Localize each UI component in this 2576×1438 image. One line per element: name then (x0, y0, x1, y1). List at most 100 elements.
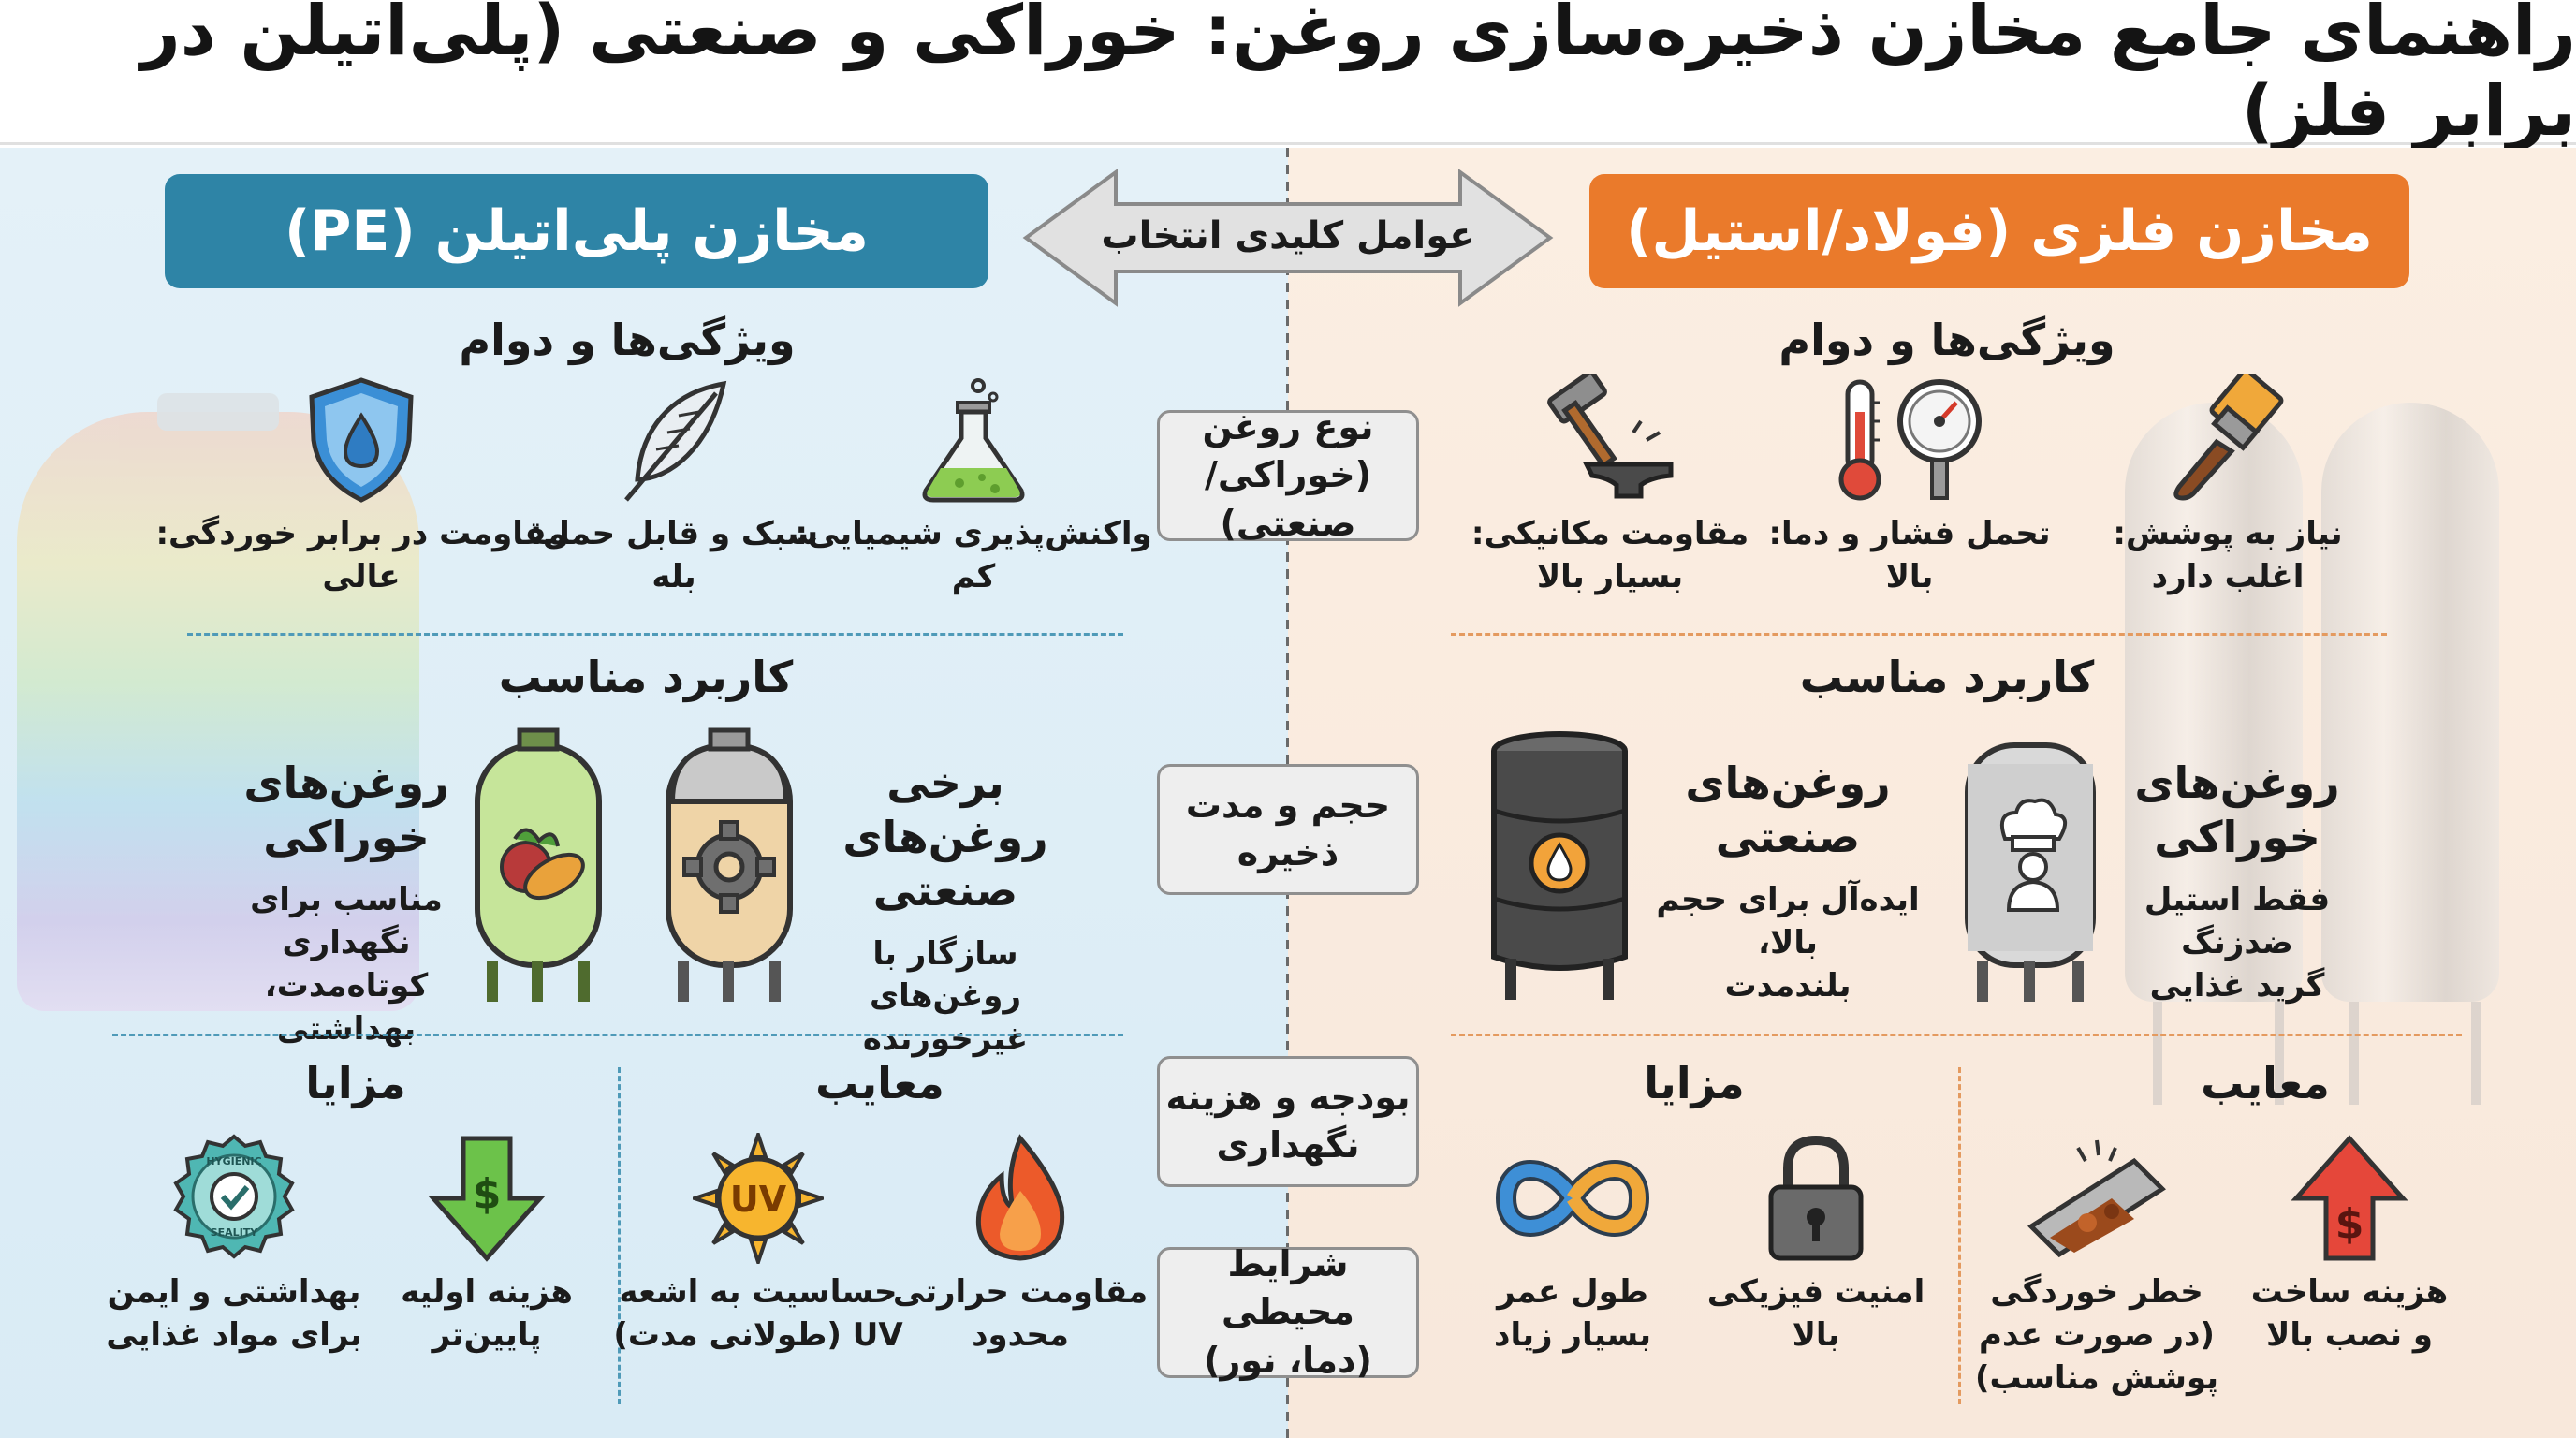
pe-pro-hygienic-value: برای مواد غذایی (106, 1315, 362, 1354)
pe-feature-chemical-value: کم (951, 557, 996, 595)
pe-usage-edible: روغن‌های خوراکی مناسب برای نگهداری کوتاه… (215, 756, 477, 1051)
metal-usage-title: کاربرد مناسب (1799, 652, 2095, 702)
title-bar: راهنمای جامع مخازن ذخیره‌سازی روغن: خورا… (0, 0, 2576, 152)
pe-usage-edible-desc-2: نگهداری کوتاه‌مدت، (264, 923, 429, 1005)
pe-feature-corrosion-value: عالی (322, 557, 401, 595)
metal-divider-2 (1451, 1034, 2462, 1036)
factor-oil-type-line1: نوع روغن (1202, 406, 1374, 448)
metal-pro-security-value: بالا (1792, 1315, 1840, 1354)
pe-divider (187, 633, 1123, 636)
factor-environment-line2: (دما، نور) (1204, 1339, 1372, 1381)
seal-top-text: HYGIENIC (206, 1155, 261, 1167)
metal-con-rust-label: خطر خوردگی (1990, 1273, 2203, 1311)
pe-pros-title: مزایا (305, 1058, 406, 1108)
pe-feature-lightweight-value: بله (651, 557, 696, 595)
pe-divider-2 (112, 1034, 1123, 1036)
metal-feature-pressure-value: بالا (1885, 557, 1934, 595)
pe-pro-cost-label: هزینه اولیه (401, 1273, 573, 1311)
pe-feature-chemical-label: واکنش‌پذیری شیمیایی: (795, 515, 1152, 552)
metal-con-cost: $ هزینه ساخت و نصب بالا (2237, 1133, 2462, 1357)
pe-con-uv-label: حساسیت به اشعه (619, 1273, 898, 1311)
pe-con-uv: UV حساسیت به اشعه UV (طولانی مدت) (613, 1133, 903, 1357)
metal-feature-mechanical: مقاومت مکانیکی: بسیار بالا (1470, 374, 1750, 599)
pe-con-heat-value: محدود (972, 1315, 1069, 1354)
feather-icon (624, 380, 727, 502)
pe-feature-corrosion: مقاومت در برابر خوردگی: عالی (155, 374, 567, 599)
metal-usage-edible-title-2: خوراکی (2154, 811, 2320, 862)
metal-pros-title: مزایا (1644, 1058, 1745, 1108)
metal-con-rust-value: (در صورت عدم (1979, 1315, 2215, 1354)
pe-usage-edible-title: روغن‌های (243, 757, 449, 808)
flask-icon (922, 378, 1025, 503)
pe-pro-cost-value: پایین‌تر (432, 1315, 542, 1354)
metal-header: مخازن فلزی (فولاد/استیل) (1589, 174, 2409, 288)
padlock-icon (1768, 1135, 1864, 1261)
pe-con-heat-label: مقاومت حرارتی (892, 1273, 1149, 1311)
metal-pro-security: امنیت فیزیکی بالا (1704, 1133, 1928, 1357)
factor-environment-line1: شرایط محیطی (1222, 1243, 1354, 1333)
oil-drum-icon (1491, 731, 1628, 1000)
paint-brush-icon (2174, 374, 2284, 501)
silo-leg (2471, 1002, 2481, 1105)
pe-usage-edible-desc: مناسب برای (250, 881, 443, 918)
metal-con-rust-value-2: پوشش مناسب) (1974, 1358, 2219, 1397)
hygienic-seal-icon: HYGIENIC SEALITY (173, 1134, 295, 1259)
factor-oil-type: نوع روغن (خوراکی/صنعتی) (1157, 406, 1419, 544)
center-arrow-label: عوامل کلیدی انتخاب (1101, 214, 1475, 257)
pe-feature-lightweight-label: سبک و قابل حمل: (529, 515, 819, 552)
metal-feature-mechanical-value: بسیار بالا (1536, 557, 1684, 595)
metal-usage-industrial-desc-2: بلندمدت (1724, 966, 1852, 1005)
background-steel-silo-illustration (2125, 403, 2303, 1002)
pe-con-heat: مقاومت حرارتی محدود (893, 1133, 1148, 1357)
page-title: راهنمای جامع مخازن ذخیره‌سازی روغن: خورا… (140, 0, 2576, 152)
background-pe-tank-illustration (17, 393, 419, 1011)
metal-features-title: ویژگی‌ها و دوام (1778, 315, 2115, 365)
metal-divider (1451, 633, 2387, 636)
pe-feature-chemical: واکنش‌پذیری شیمیایی: کم (795, 374, 1152, 599)
pe-pro-cost: $ هزینه اولیه پایین‌تر (374, 1133, 599, 1357)
pe-cons-title: معایب (815, 1058, 944, 1108)
background-steel-silo-illustration (2321, 403, 2499, 1002)
hammer-anvil-icon (1547, 374, 1674, 499)
pe-pro-hygienic-label: بهداشتی و ایمن (107, 1273, 361, 1311)
factor-oil-type-line2: (خوراکی/صنعتی) (1205, 454, 1371, 544)
factor-volume-line2: ذخیره (1237, 832, 1339, 873)
metal-usage-industrial-title: روغن‌های (1685, 757, 1891, 808)
metal-usage-edible-desc-2: گرید غذایی (2149, 966, 2325, 1005)
seal-bottom-text: SEALITY (211, 1226, 259, 1239)
metal-usage-edible-desc: فقط استیل ضدزنگ (2144, 881, 2331, 961)
vegetable-tank-icon (475, 727, 602, 1002)
fire-icon (975, 1134, 1065, 1261)
factor-budget-line2: نگهداری (1216, 1124, 1360, 1166)
pe-features-title: ویژگی‌ها و دوام (459, 315, 796, 365)
metal-usage-industrial-title-2: صنعتی (1715, 811, 1861, 862)
factor-volume-line1: حجم و مدت (1185, 784, 1391, 826)
metal-pro-lifespan: طول عمر بسیار زیاد (1460, 1133, 1685, 1357)
pe-header: مخازن پلی‌اتیلن (PE) (165, 174, 988, 288)
uv-sun-icon: UV (693, 1133, 824, 1264)
metal-cons-title: معایب (2201, 1058, 2330, 1108)
metal-feature-coating-label: نیاز به پوشش: (2113, 515, 2343, 552)
factor-environment: شرایط محیطی (دما، نور) (1157, 1243, 1419, 1381)
pe-con-uv-value: UV (طولانی مدت) (613, 1315, 903, 1354)
metal-pro-security-label: امنیت فیزیکی (1706, 1273, 1925, 1311)
pe-usage-edible-title-2: خوراکی (263, 811, 430, 862)
pe-usage-industrial-title-2: صنعتی (872, 865, 1018, 916)
factor-budget: بودجه و هزینه نگهداری (1157, 1056, 1419, 1187)
pe-usage-industrial-desc-2: غیرخورنده (862, 1020, 1029, 1059)
silo-leg (2275, 1002, 2284, 1105)
pe-feature-lightweight: سبک و قابل حمل: بله (530, 374, 818, 599)
metal-feature-pressure: تحمل فشار و دما: بالا (1760, 374, 2059, 599)
pe-usage-industrial-title: برخی روغن‌های (842, 757, 1048, 862)
metal-pro-lifespan-value: بسیار زیاد (1494, 1315, 1651, 1354)
pe-feature-corrosion-label: مقاومت در برابر خوردگی: (155, 515, 567, 552)
factor-volume-duration: حجم و مدت ذخیره (1157, 764, 1419, 895)
metal-con-cost-label: هزینه ساخت (2250, 1273, 2449, 1311)
double-arrow-icon (1022, 169, 1554, 307)
price-down-icon: $ (428, 1136, 546, 1262)
metal-pro-lifespan-label: طول عمر (1497, 1273, 1648, 1311)
metal-usage-edible: روغن‌های خوراکی فقط استیل ضدزنگ گرید غذا… (2097, 756, 2378, 1008)
pe-usage-industrial-desc: سازگار با روغن‌های (869, 934, 1022, 1016)
svg-text:$: $ (473, 1170, 502, 1218)
infinity-icon (1495, 1160, 1650, 1237)
